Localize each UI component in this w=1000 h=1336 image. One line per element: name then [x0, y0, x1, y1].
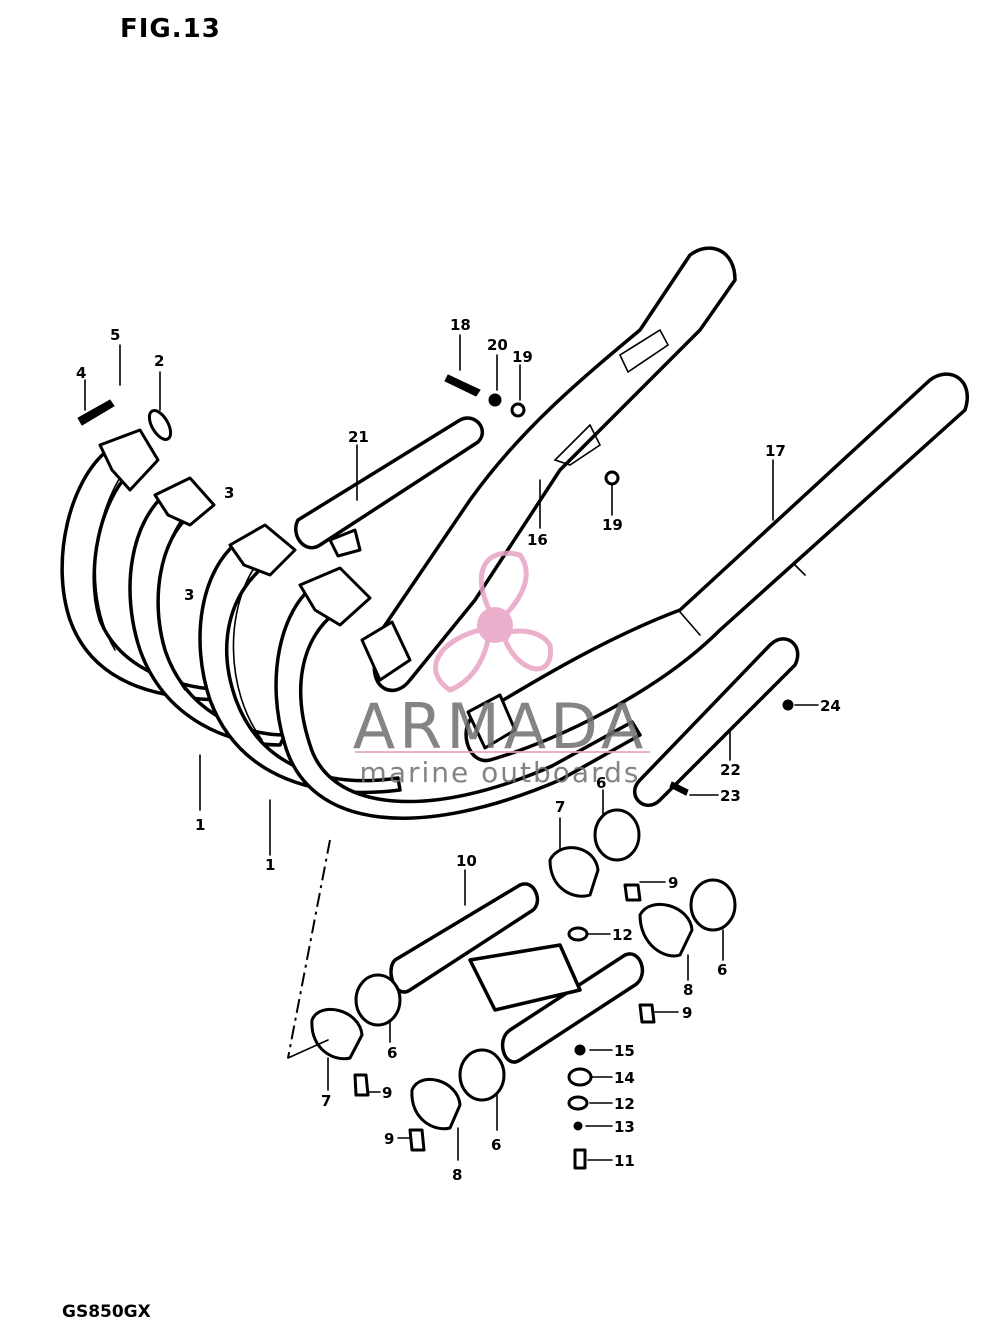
- callout-1: 1: [195, 816, 205, 834]
- callout-8: 8: [683, 981, 693, 999]
- callout-6: 6: [491, 1136, 501, 1154]
- callout-2: 2: [154, 352, 164, 370]
- muffler-16: [372, 246, 737, 692]
- callout-14: 14: [614, 1069, 635, 1087]
- callout-7: 7: [321, 1092, 331, 1110]
- leader-lines: [84, 334, 819, 1161]
- callout-6: 6: [596, 774, 606, 792]
- callout-10: 10: [456, 852, 477, 870]
- callout-16: 16: [527, 531, 548, 549]
- callout-21: 21: [348, 428, 369, 446]
- model-code: GS850GX: [62, 1302, 151, 1322]
- watermark-brand: ARMADA: [353, 690, 647, 763]
- header-flanges: [98, 428, 372, 627]
- callout-9: 9: [682, 1004, 692, 1022]
- heat-shield-22: [633, 637, 800, 807]
- callout-11: 11: [614, 1152, 635, 1170]
- balance-pipe-10: [389, 882, 645, 1064]
- callout-4: 4: [76, 364, 86, 382]
- callout-9: 9: [382, 1084, 392, 1102]
- callout-19: 19: [512, 348, 533, 366]
- armada-watermark: ARMADA marine outboards: [353, 550, 650, 789]
- callout-23: 23: [720, 787, 741, 805]
- bracket-21: [294, 416, 485, 558]
- callout-22: 22: [720, 761, 741, 779]
- callout-3: 3: [184, 586, 194, 604]
- callout-7: 7: [555, 798, 565, 816]
- callout-5: 5: [110, 326, 120, 344]
- muffler-17: [464, 372, 969, 763]
- callout-20: 20: [487, 336, 508, 354]
- callout-3: 3: [224, 484, 234, 502]
- callout-8: 8: [452, 1166, 462, 1184]
- callout-13: 13: [614, 1118, 635, 1136]
- part-callouts: 1 1 2 3 3 4 5 6 6 6 6 7 7 8 8 9 9 9 9 10…: [76, 316, 841, 1184]
- gaskets-6: [354, 808, 737, 1102]
- propeller-logo-icon: [433, 550, 553, 693]
- callout-19: 19: [602, 516, 623, 534]
- callout-6: 6: [387, 1044, 397, 1062]
- callout-18: 18: [450, 316, 471, 334]
- callout-15: 15: [614, 1042, 635, 1060]
- callout-12: 12: [612, 926, 633, 944]
- callout-9: 9: [668, 874, 678, 892]
- figure-title: FIG.13: [120, 14, 221, 44]
- watermark-tagline: marine outboards: [360, 756, 641, 789]
- collector-ends: [360, 620, 517, 750]
- callout-24: 24: [820, 697, 841, 715]
- callout-17: 17: [765, 442, 786, 460]
- callout-12: 12: [614, 1095, 635, 1113]
- callout-6: 6: [717, 961, 727, 979]
- clamps: [310, 846, 694, 1131]
- callout-9: 9: [384, 1130, 394, 1148]
- callout-1: 1: [265, 856, 275, 874]
- small-hardware: [77, 374, 794, 1170]
